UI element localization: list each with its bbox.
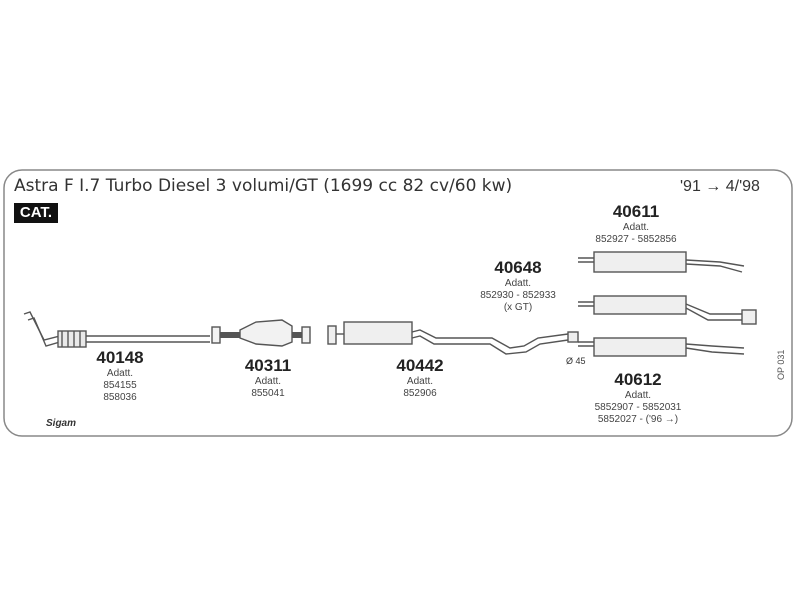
part-code: 40611 [612,202,660,221]
diameter-label: Ø 45 [566,356,586,366]
part-ref: 5852027 - ('96 →) [597,414,679,425]
part-code: 40148 [96,348,144,367]
part-code: 40442 [396,356,444,375]
part-40442[interactable]: 40442 Adatt. 852906 [396,356,443,400]
part-label: Adatt. [106,368,134,379]
part-40311[interactable]: 40311 Adatt. 855041 [245,356,291,400]
part-label: Adatt. [504,278,532,289]
part-ref: 5852907 - 5852031 [594,402,682,413]
part-ref: 852930 - 852933 [480,290,556,301]
part-40611[interactable]: 40611 Adatt. 852927 - 5852856 [595,202,676,246]
part-ref: 855041 [251,388,285,399]
part-40148[interactable]: 40148 Adatt. 854155 858036 [96,348,143,404]
part-40648[interactable]: 40648 Adatt. 852930 - 852933 (x GT) [480,258,556,314]
rear-muffler-40612 [578,337,745,357]
part-ref: 854155 [103,380,137,391]
center-muffler-40442 [327,321,579,355]
part-ref: 852906 [403,388,437,399]
front-pipe-40148 [23,311,210,348]
part-code: 40612 [614,370,662,389]
cat-badge: CAT. [14,203,58,223]
page-reference: OP 031 [776,349,786,380]
part-ref: 858036 [103,392,137,403]
part-code: 40311 [244,356,292,375]
part-label: Adatt. [406,376,434,387]
diagram-frame [3,169,793,437]
part-ref: 852927 - 5852856 [595,234,677,245]
part-label: Adatt. [254,376,282,387]
part-label: Adatt. [624,390,652,401]
part-ref: (x GT) [503,302,533,313]
part-40612[interactable]: 40612 Adatt. 5852907 - 5852031 5852027 -… [595,370,682,426]
part-label: Adatt. [622,222,650,233]
model-years: '91 → 4/'98 [680,178,760,195]
vehicle-title: Astra F I.7 Turbo Diesel 3 volumi/GT (16… [14,176,513,196]
rear-muffler-40648 [578,295,757,325]
catalyst-40311 [211,319,311,347]
part-code: 40648 [494,258,542,277]
rear-muffler-40611 [578,251,745,273]
brand-logo: Sigam [46,418,77,429]
